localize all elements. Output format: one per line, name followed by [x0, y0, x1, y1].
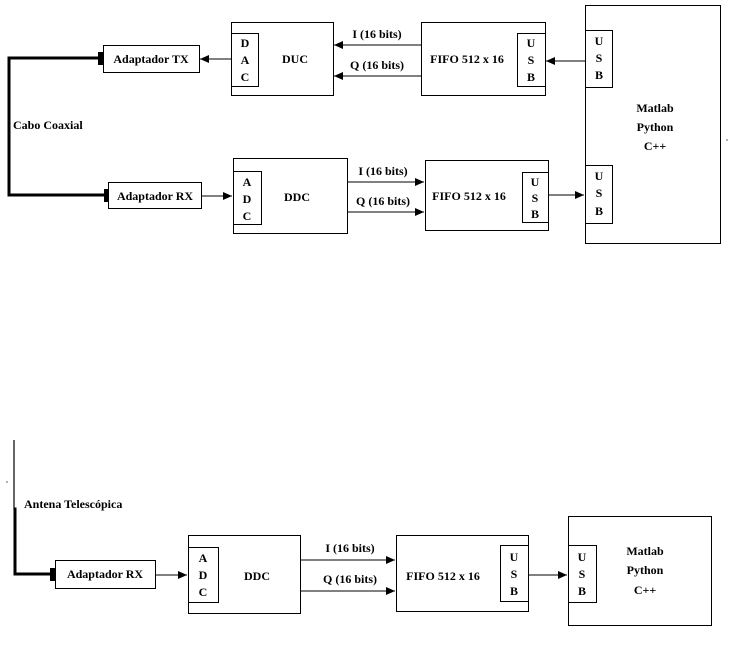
dac-letter: D	[241, 36, 250, 50]
adaptador-rx-label: Adaptador RX	[67, 567, 143, 581]
rx-q-label: Q (16 bits)	[323, 572, 377, 586]
usb-letter: B	[527, 70, 535, 84]
rx-i-label: I (16 bits)	[325, 541, 374, 555]
usb-letter: S	[528, 53, 535, 67]
usb-letter: S	[596, 51, 603, 65]
dac-letter: A	[241, 53, 250, 67]
fifo-rx-label: FIFO 512 x 16	[432, 189, 506, 203]
usb-letter: B	[578, 584, 586, 598]
antenna-label: Antena Telescópica	[24, 497, 122, 511]
adc-letter: C	[243, 209, 252, 223]
usb-letter: S	[579, 567, 586, 581]
host-software-line: Python	[637, 120, 674, 134]
usb-letter: U	[527, 36, 536, 50]
stray-mark	[726, 139, 728, 141]
ddc-label: DDC	[284, 190, 310, 204]
stray-mark	[6, 481, 8, 483]
host-software-line: C++	[644, 139, 667, 153]
adaptador-rx-label: Adaptador RX	[117, 189, 193, 203]
duc-label: DUC	[282, 52, 308, 66]
rx-i-label: I (16 bits)	[358, 164, 407, 178]
adc-letter: A	[243, 175, 252, 189]
usb-letter: S	[596, 186, 603, 200]
tx-q-label: Q (16 bits)	[350, 58, 404, 72]
rx-q-label: Q (16 bits)	[356, 194, 410, 208]
adaptador-tx-label: Adaptador TX	[113, 52, 189, 66]
antenna-receiver-diagram: Antena Telescópica Adaptador RX A D C DD…	[6, 440, 711, 626]
usb-letter: B	[531, 207, 539, 221]
usb-letter: S	[532, 191, 539, 205]
coaxial-loopback-diagram: Cabo Coaxial Adaptador TX Adaptador RX D…	[9, 6, 728, 244]
host-software-line: Matlab	[636, 101, 674, 115]
adc-letter: D	[243, 192, 252, 206]
fifo-tx-label: FIFO 512 x 16	[430, 52, 504, 66]
adc-letter: D	[199, 568, 208, 582]
antenna-cable	[15, 509, 50, 574]
tx-i-label: I (16 bits)	[352, 27, 401, 41]
host-software-line: C++	[634, 583, 657, 597]
dac-letter: C	[241, 70, 250, 84]
usb-letter: U	[595, 169, 604, 183]
usb-letter: U	[510, 550, 519, 564]
cable-label: Cabo Coaxial	[13, 118, 83, 132]
fifo-rx-label: FIFO 512 x 16	[406, 569, 480, 583]
usb-letter: U	[531, 175, 540, 189]
host-software-line: Python	[627, 563, 664, 577]
ddc-label: DDC	[244, 569, 270, 583]
adc-letter: A	[199, 551, 208, 565]
usb-letter: B	[595, 204, 603, 218]
usb-letter: U	[595, 34, 604, 48]
usb-letter: B	[510, 584, 518, 598]
usb-letter: U	[578, 550, 587, 564]
adc-letter: C	[199, 585, 208, 599]
host-software-line: Matlab	[626, 544, 664, 558]
usb-letter: S	[511, 567, 518, 581]
usb-letter: B	[595, 68, 603, 82]
